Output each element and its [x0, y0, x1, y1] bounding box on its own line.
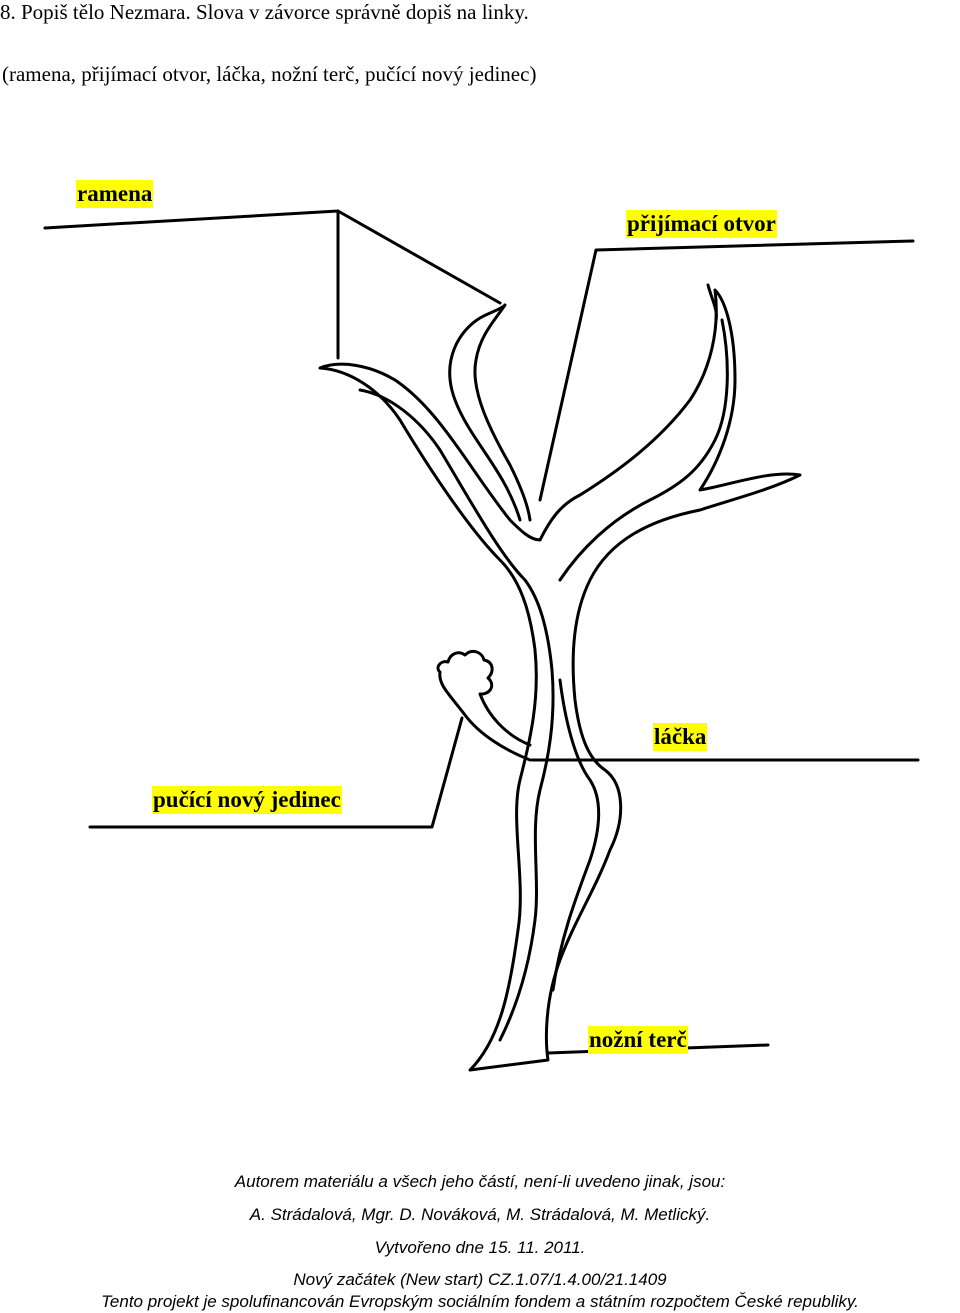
footer-project-code: Nový začátek (New start) CZ.1.07/1.4.00/…	[293, 1270, 667, 1289]
word-bank: (ramena, přijímací otvor, láčka, nožní t…	[2, 62, 537, 86]
footer-created-date: Vytvořeno dne 15. 11. 2011.	[374, 1238, 586, 1257]
label-pucici-novy-jedinec: pučící nový jedinec	[152, 786, 342, 814]
leader-line-prijimaci-otvor	[538, 239, 915, 502]
tentacle-left	[448, 303, 532, 522]
hydra-body-outline	[318, 288, 802, 1072]
label-prijimaci-otvor: přijímací otvor	[626, 210, 777, 238]
label-nozni-terc: nožní terč	[588, 1026, 688, 1054]
task-instruction: 8. Popiš tělo Nezmara. Slova v závorce s…	[0, 0, 529, 24]
tentacle-right-tip	[706, 283, 718, 322]
label-lacka: láčka	[653, 723, 708, 751]
footer-funding: Tento projekt je spolufinancován Evropsk…	[101, 1292, 859, 1311]
footer-authors-intro: Autorem materiálu a všech jeho částí, ne…	[234, 1172, 726, 1191]
hydra-gut-line	[358, 318, 729, 1042]
label-ramena: ramena	[76, 180, 154, 208]
leader-line-ramena	[43, 209, 502, 360]
bud	[436, 649, 532, 762]
leader-line-pucici	[88, 716, 464, 829]
footer-authors: A. Strádalová, Mgr. D. Nováková, M. Strá…	[249, 1205, 711, 1224]
